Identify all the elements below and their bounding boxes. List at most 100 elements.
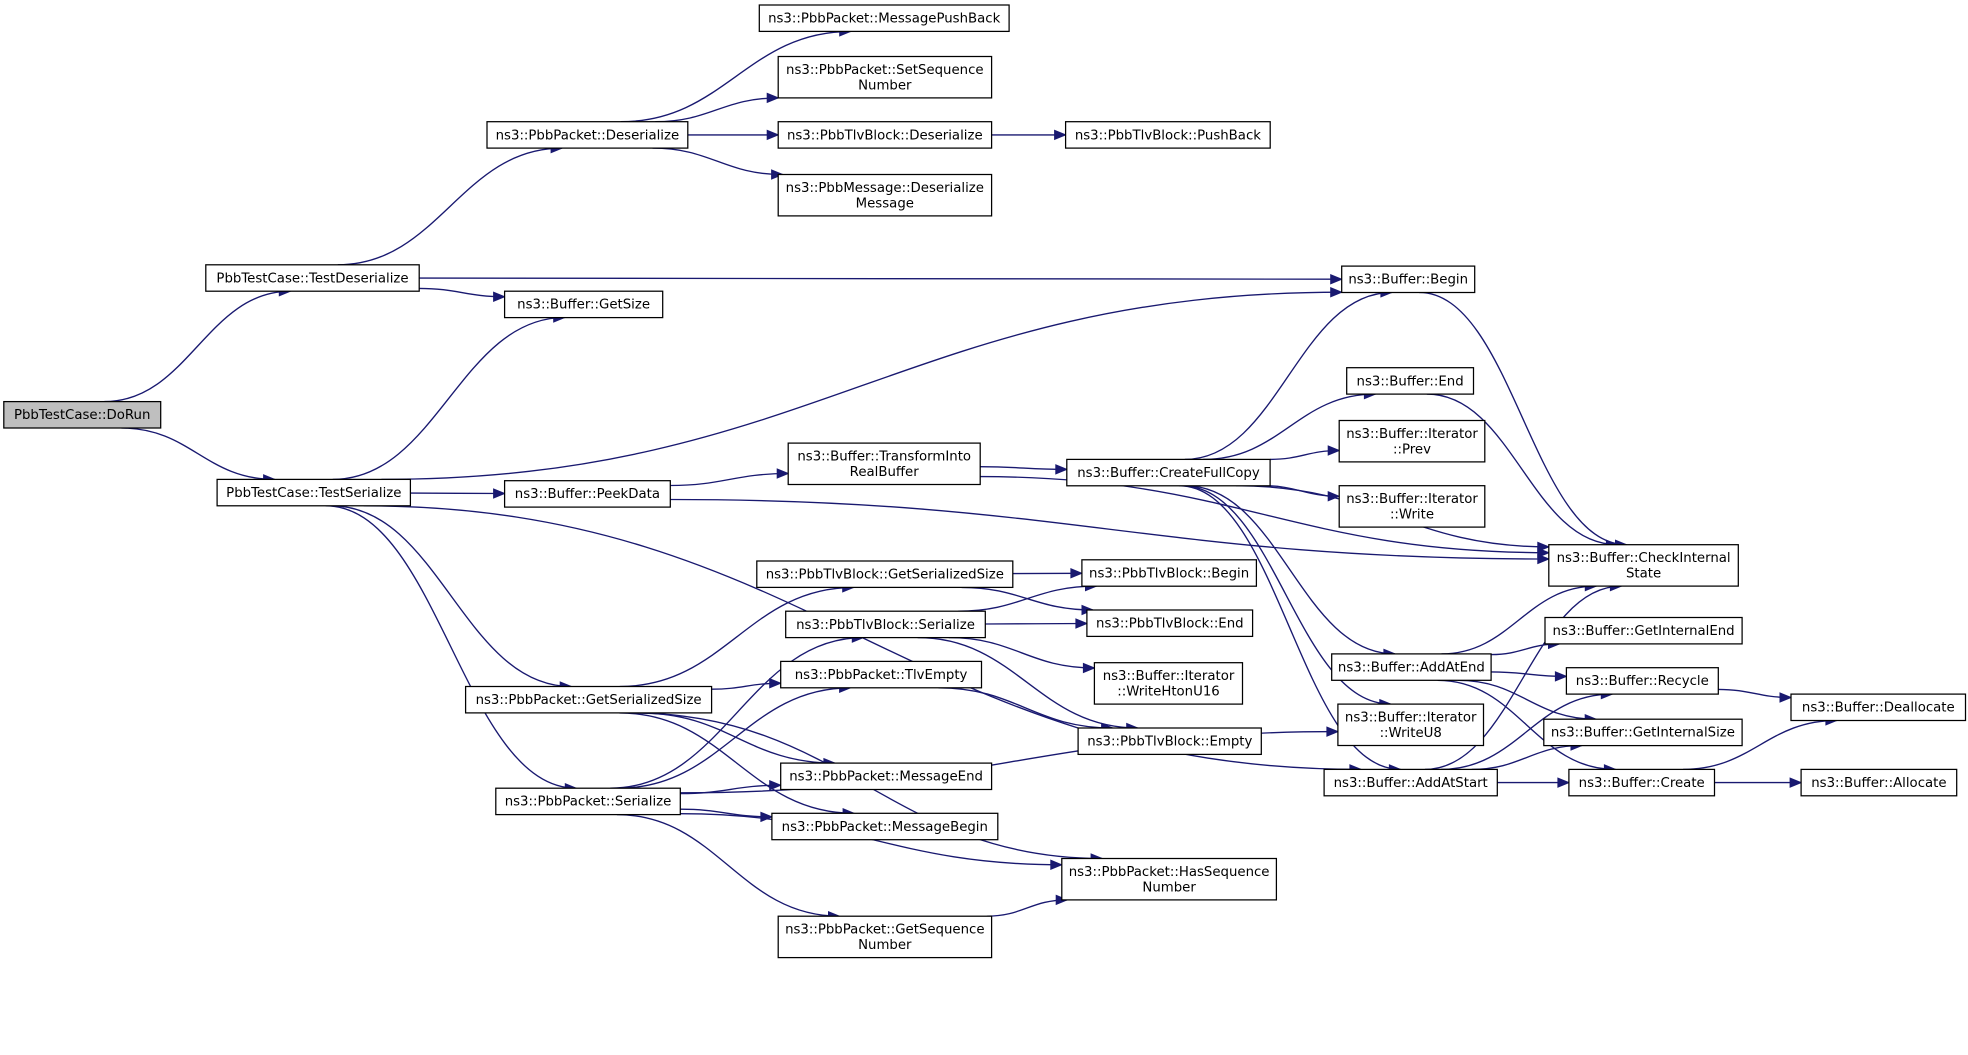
node-createfull[interactable]: ns3::Buffer::CreateFullCopy [1066, 458, 1271, 487]
node-label: ns3::PbbTlvBlock::Deserialize [787, 128, 983, 143]
node-label: ns3::Buffer::TransformInto [797, 449, 971, 464]
node-box[interactable] [486, 121, 689, 149]
node-box[interactable] [1331, 653, 1492, 681]
edge-addatstart-to-checkint [1424, 585, 1622, 771]
node-box[interactable] [1077, 727, 1262, 756]
edge-pkt_deser-to-msg_deser [652, 147, 783, 176]
node-tlvb_deser[interactable]: ns3::PbbTlvBlock::Deserialize [777, 121, 993, 149]
node-buf_begin[interactable]: ns3::Buffer::Begin [1341, 265, 1476, 294]
node-box[interactable] [785, 610, 986, 639]
node-box[interactable] [777, 173, 993, 217]
node-box[interactable] [1568, 768, 1716, 797]
node-it_prev[interactable]: ns3::Buffer::Iterator::Prev [1338, 419, 1486, 463]
node-label: ns3::PbbPacket::GetSerializedSize [476, 693, 702, 708]
edge-tlvb_ser-to-tlvb_end [985, 622, 1087, 625]
node-box[interactable] [780, 762, 993, 791]
edge-tlvb_ser-to-writehton [948, 636, 1095, 669]
node-box[interactable] [1093, 662, 1244, 705]
node-it_writeu8[interactable]: ns3::Buffer::Iterator::WriteU8 [1337, 703, 1485, 747]
edge-addatstart-to-recycle [1440, 693, 1613, 771]
node-label: Message [856, 196, 914, 211]
edge-arrowhead [493, 488, 506, 499]
node-box[interactable] [1061, 857, 1278, 901]
node-buf_peek[interactable]: ns3::Buffer::PeekData [503, 480, 671, 508]
node-box[interactable] [1800, 768, 1958, 797]
node-label: ns3::Buffer::Iterator [1103, 669, 1235, 684]
node-box[interactable] [3, 400, 162, 429]
node-box[interactable] [771, 812, 999, 841]
node-addatend[interactable]: ns3::Buffer::AddAtEnd [1331, 653, 1492, 681]
node-create[interactable]: ns3::Buffer::Create [1568, 768, 1716, 797]
node-box[interactable] [1081, 559, 1258, 587]
node-box[interactable] [1066, 458, 1271, 487]
node-tlvb_begin[interactable]: ns3::PbbTlvBlock::Begin [1081, 559, 1258, 587]
node-box[interactable] [1544, 616, 1743, 645]
node-pkt_deser[interactable]: ns3::PbbPacket::Deserialize [486, 121, 689, 149]
node-tlvb_end[interactable]: ns3::PbbTlvBlock::End [1086, 609, 1254, 638]
node-box[interactable] [1790, 693, 1967, 722]
node-box[interactable] [1338, 485, 1486, 528]
node-tlvb_pushback[interactable]: ns3::PbbTlvBlock::PushBack [1064, 121, 1271, 149]
node-box[interactable] [1543, 718, 1743, 747]
node-box[interactable] [1341, 265, 1476, 294]
node-label: ns3::Buffer::Begin [1348, 273, 1468, 288]
node-box[interactable] [1548, 544, 1739, 587]
node-dorun[interactable]: PbbTestCase::DoRun [3, 400, 162, 429]
node-dealloc[interactable]: ns3::Buffer::Deallocate [1790, 693, 1967, 722]
edge-createfull-to-addatstart [1178, 485, 1401, 771]
node-it_write[interactable]: ns3::Buffer::Iterator::Write [1338, 485, 1486, 528]
node-box[interactable] [503, 290, 664, 319]
node-box[interactable] [1337, 703, 1485, 747]
node-addatstart[interactable]: ns3::Buffer::AddAtStart [1323, 768, 1498, 797]
node-box[interactable] [780, 660, 983, 689]
node-label: ::Prev [1393, 442, 1431, 457]
node-box[interactable] [777, 121, 993, 149]
node-box[interactable] [503, 480, 671, 508]
node-getintend[interactable]: ns3::Buffer::GetInternalEnd [1544, 616, 1743, 645]
node-msgpushback[interactable]: ns3::PbbPacket::MessagePushBack [758, 4, 1010, 33]
edge-arrowhead [1554, 671, 1568, 682]
edge-getseq-to-hasseq [986, 899, 1068, 917]
node-box[interactable] [787, 442, 981, 486]
node-box[interactable] [756, 560, 1014, 589]
node-alloc[interactable]: ns3::Buffer::Allocate [1800, 768, 1958, 797]
node-box[interactable] [216, 478, 412, 507]
node-box[interactable] [464, 685, 713, 714]
node-msgend[interactable]: ns3::PbbPacket::MessageEnd [780, 762, 993, 791]
node-recycle[interactable]: ns3::Buffer::Recycle [1565, 667, 1719, 695]
node-msgbegin[interactable]: ns3::PbbPacket::MessageBegin [771, 812, 999, 841]
node-box[interactable] [777, 55, 993, 99]
edge-pkt_ser-to-msgbegin [680, 808, 772, 818]
edge-arrowhead [769, 677, 783, 689]
node-testser[interactable]: PbbTestCase::TestSerialize [216, 478, 412, 507]
node-tlvb_ser[interactable]: ns3::PbbTlvBlock::Serialize [785, 610, 986, 639]
node-box[interactable] [1064, 121, 1271, 149]
node-pkt_ser[interactable]: ns3::PbbPacket::Serialize [495, 787, 681, 816]
node-getintsize[interactable]: ns3::Buffer::GetInternalSize [1543, 718, 1743, 747]
node-pkt_getsersize[interactable]: ns3::PbbPacket::GetSerializedSize [464, 685, 713, 714]
node-box[interactable] [1346, 367, 1475, 395]
node-box[interactable] [1323, 768, 1498, 797]
node-buf_getsize[interactable]: ns3::Buffer::GetSize [503, 290, 664, 319]
node-box[interactable] [758, 4, 1010, 33]
node-box[interactable] [1338, 419, 1486, 463]
node-tlvempty[interactable]: ns3::PbbPacket::TlvEmpty [780, 660, 983, 689]
edge-arrowhead [1055, 464, 1069, 475]
node-writehton[interactable]: ns3::Buffer::Iterator::WriteHtonU16 [1093, 662, 1244, 705]
edge-arrowhead [493, 291, 506, 302]
node-box[interactable] [205, 264, 420, 292]
node-tlvb_getsersize[interactable]: ns3::PbbTlvBlock::GetSerializedSize [756, 560, 1014, 589]
node-buf_end[interactable]: ns3::Buffer::End [1346, 367, 1475, 395]
node-tlvb_empty[interactable]: ns3::PbbTlvBlock::Empty [1077, 727, 1262, 756]
node-box[interactable] [495, 787, 681, 816]
node-box[interactable] [1565, 667, 1719, 695]
node-testdeser[interactable]: PbbTestCase::TestDeserialize [205, 264, 420, 292]
node-box[interactable] [777, 915, 993, 959]
node-box[interactable] [1086, 609, 1254, 638]
